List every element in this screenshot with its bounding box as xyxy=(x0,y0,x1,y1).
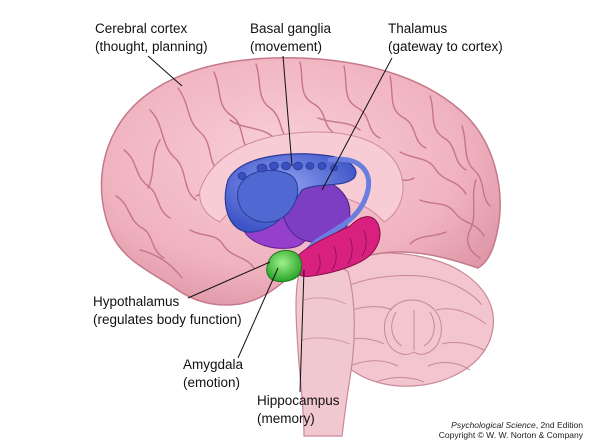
hippocampus-label: Hippocampus (memory) xyxy=(257,392,340,428)
amygdala-function: (emotion) xyxy=(183,375,241,390)
thalamus-function: (gateway to cortex) xyxy=(388,39,503,54)
basal-ganglia-leader-line xyxy=(282,55,293,167)
hippocampus-name: Hippocampus xyxy=(257,393,340,408)
brainstem xyxy=(295,263,355,437)
credit-book-title: Psychological Science xyxy=(451,420,536,430)
hippocampus-leader-line xyxy=(299,269,305,393)
credit-edition: , 2nd Edition xyxy=(535,420,583,430)
thalamus-name: Thalamus xyxy=(388,21,448,36)
basal-ganglia-region xyxy=(224,153,372,253)
cerebral-cortex-function: (thought, planning) xyxy=(95,39,208,54)
amygdala-leader-line xyxy=(237,267,279,359)
basal-ganglia-name: Basal ganglia xyxy=(250,21,332,36)
leader-lines xyxy=(147,55,393,393)
hypothalamus-name: Hypothalamus xyxy=(93,294,180,309)
cerebellum xyxy=(320,252,494,387)
basal-ganglia-label: Basal ganglia (movement) xyxy=(250,20,331,56)
thalamus-label: Thalamus (gateway to cortex) xyxy=(388,20,503,56)
hypothalamus-leader-line xyxy=(187,261,271,299)
thalamus-leader-line xyxy=(321,57,393,191)
cerebral-cortex-label: Cerebral cortex (thought, planning) xyxy=(95,20,208,56)
amygdala-name: Amygdala xyxy=(183,357,244,372)
basal-ganglia-function: (movement) xyxy=(250,39,323,54)
hypothalamus-function: (regulates body function) xyxy=(93,312,242,327)
amygdala-label: Amygdala (emotion) xyxy=(183,356,243,392)
hippocampus-function: (memory) xyxy=(257,411,315,426)
copyright-credit: Psychological Science, 2nd Edition Copyr… xyxy=(439,420,583,440)
hippocampus-region xyxy=(290,216,381,277)
cerebral-cortex-name: Cerebral cortex xyxy=(95,21,188,36)
hypothalamus-label: Hypothalamus (regulates body function) xyxy=(93,293,242,329)
credit-title-line: Psychological Science, 2nd Edition xyxy=(439,420,583,430)
credit-copyright: Copyright © W. W. Norton & Company xyxy=(438,430,583,440)
cortex-leader-line xyxy=(147,55,183,87)
